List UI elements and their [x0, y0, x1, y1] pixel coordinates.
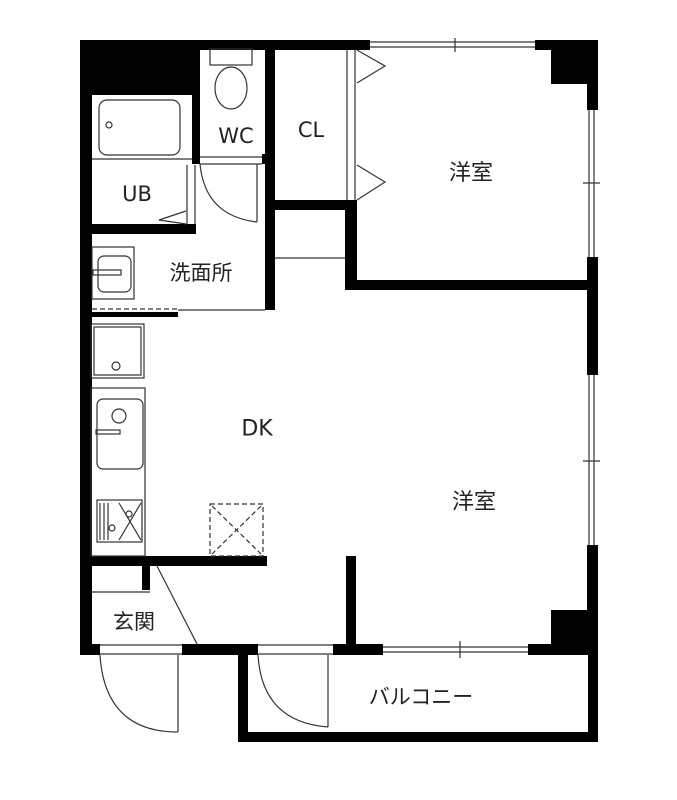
- room-label-ub: UB: [122, 182, 152, 206]
- walls: [80, 40, 598, 742]
- room-label-washroom: 洗面所: [169, 261, 233, 285]
- room-label-cl: CL: [297, 118, 325, 142]
- room-label-wc: WC: [218, 124, 254, 148]
- room-label-balcony: バルコニー: [368, 685, 474, 709]
- room-label-dk: DK: [241, 416, 273, 442]
- thin-lines: [90, 38, 600, 733]
- room-label-western-room-upper: 洋室: [448, 161, 494, 186]
- room-label-entrance: 玄関: [113, 610, 155, 634]
- room-label-western-room-lower: 洋室: [451, 490, 497, 515]
